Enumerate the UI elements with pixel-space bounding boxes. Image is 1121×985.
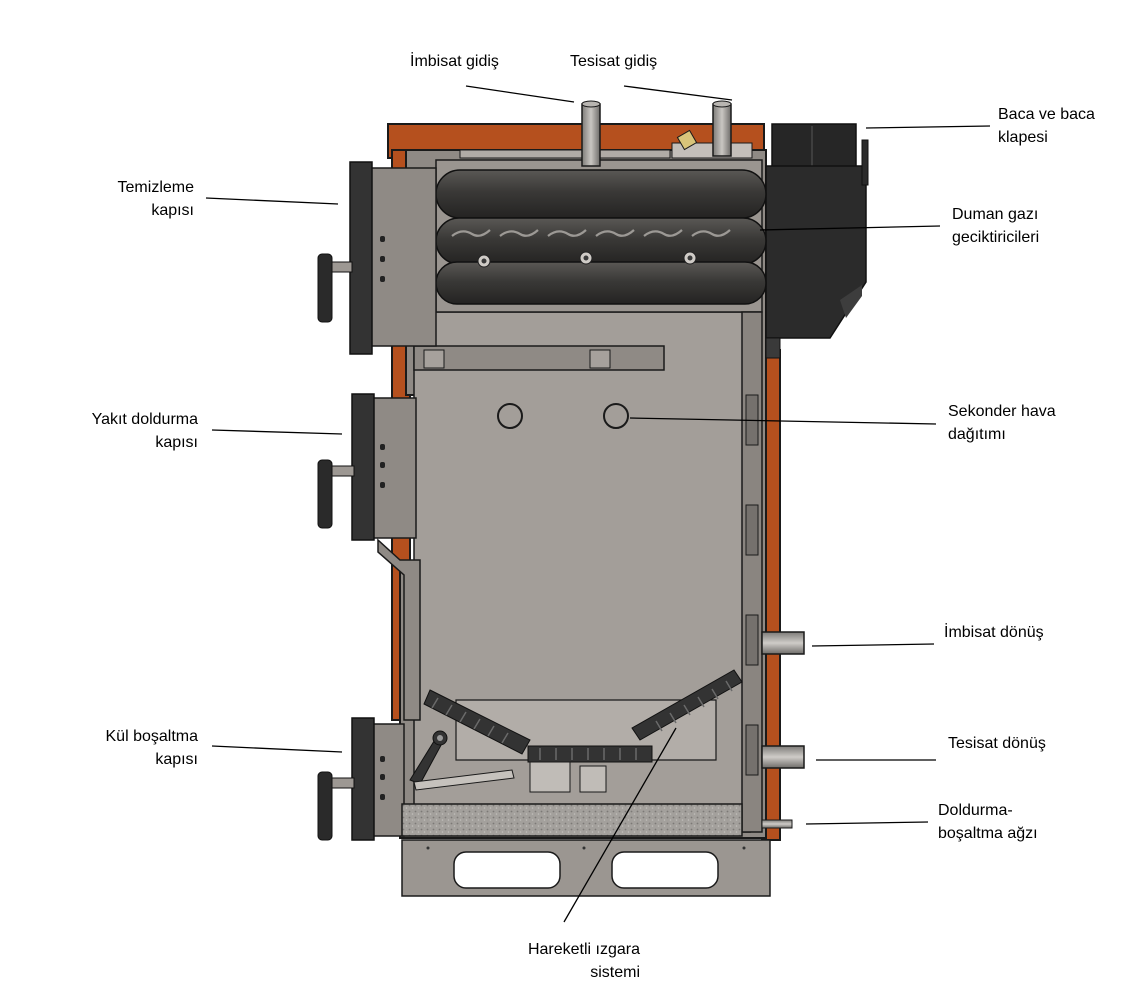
label-duman: Duman gazı geciktiricileri: [952, 203, 1039, 249]
label-doldurma: Doldurma- boşaltma ağzı: [938, 799, 1038, 845]
label-line: Yakıt doldurma: [91, 411, 198, 428]
flue-gas-tubes: [435, 169, 767, 305]
flue-chimney-housing: [765, 123, 869, 359]
fuel-loading-door: [317, 393, 417, 541]
label-line: Duman gazı: [952, 206, 1039, 223]
label-line: Tesisat gidiş: [570, 53, 658, 70]
label-line: Baca ve baca: [998, 106, 1095, 123]
turbulator-spirals: [451, 229, 731, 237]
label-baca: Baca ve baca klapesi: [998, 103, 1095, 149]
label-line: Hareketli ızgara: [527, 941, 640, 958]
label-imbisat-donus: İmbisat dönüş: [944, 621, 1044, 644]
boiler-base: [401, 839, 771, 897]
label-izgara: Hareketli ızgara sistemi: [496, 938, 640, 984]
label-sekonder: Sekonder hava dağıtımı: [948, 400, 1056, 446]
label-line: Doldurma-: [938, 802, 1013, 819]
leader-lines: [205, 85, 991, 923]
label-kul: Kül boşaltma kapısı: [64, 725, 199, 771]
label-tesisat-gidis: Tesisat gidiş: [570, 50, 657, 73]
label-imbisat-gidis: İmbisat gidiş: [410, 50, 499, 73]
label-line: kapısı: [151, 202, 194, 219]
label-temizleme: Temizleme kapısı: [94, 176, 194, 222]
label-line: klapesi: [998, 129, 1048, 146]
label-line: geciktiricileri: [952, 229, 1040, 246]
secondary-air-holes: [497, 403, 629, 429]
label-line: sistemi: [590, 964, 640, 981]
label-line: dağıtımı: [948, 426, 1006, 443]
label-line: Tesisat dönüş: [948, 735, 1046, 752]
label-line: Temizleme: [117, 179, 194, 196]
label-line: İmbisat dönüş: [944, 624, 1044, 641]
moving-grate-system: [409, 669, 743, 793]
ash-removal-door: [317, 717, 405, 841]
label-line: Sekonder hava: [948, 403, 1056, 420]
label-line: İmbisat gidiş: [410, 53, 499, 70]
label-yakit: Yakıt doldurma kapısı: [64, 408, 198, 454]
label-line: boşaltma ağzı: [938, 825, 1038, 842]
label-line: kapısı: [155, 751, 198, 768]
return-pipes: [761, 631, 805, 829]
ash-tray: [401, 803, 743, 837]
label-line: Kül boşaltma: [105, 728, 199, 745]
cleaning-door: [317, 161, 437, 355]
label-tesisat-donus: Tesisat dönüş: [948, 732, 1046, 755]
top-supply-pipes: [581, 100, 732, 167]
label-line: kapısı: [155, 434, 198, 451]
